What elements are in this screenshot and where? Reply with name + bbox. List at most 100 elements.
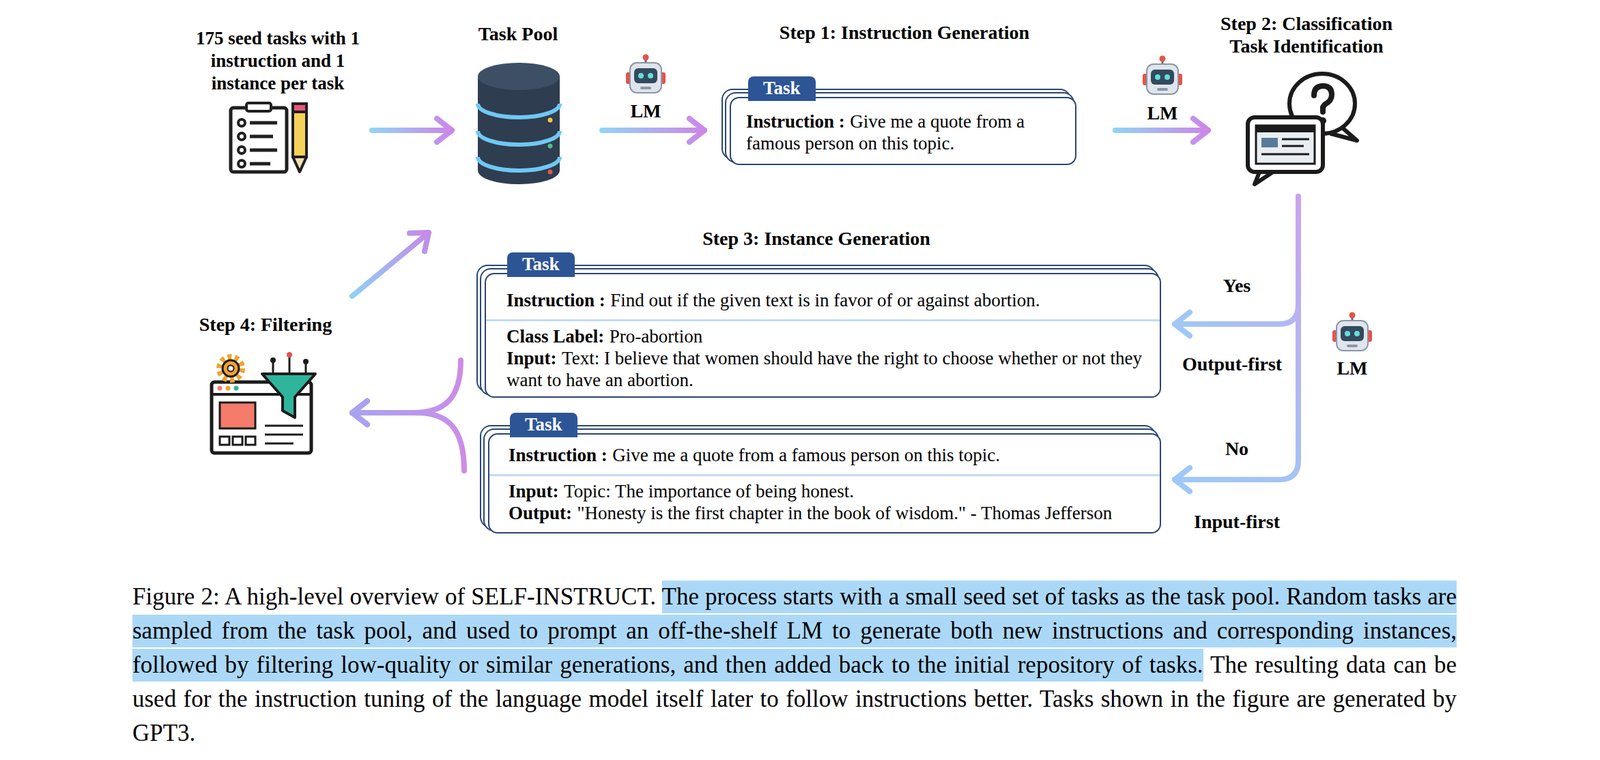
icon-node: Task Pool [466,22,570,187]
arrow-line [1174,196,1299,325]
arrow-head [689,118,705,142]
text-row: Input:Text: I believe that women should … [506,347,1152,392]
arrow-head [436,118,452,142]
task-card: TaskInstruction :Give me a quote from a … [729,96,1077,166]
field-value: "Honesty is the first chapter in the boo… [577,503,1113,524]
arrow-line [372,127,452,134]
node-heading: Task Pool [466,22,570,46]
field-value: Give me a quote from a famous person on … [612,445,1000,466]
arrow-head [1174,312,1190,336]
icon-shape [272,361,275,375]
task-card: TaskInstruction :Give me a quote from a … [488,433,1162,534]
icon-shape [548,144,553,149]
icon-shape [249,135,274,139]
icon-shape [249,121,278,125]
task-card: TaskInstruction :Find out if the given t… [484,273,1162,398]
field-value: Text: I believe that women should have t… [506,348,1142,391]
database-icon [477,62,560,185]
icon-shape [270,357,276,364]
icon-shape [219,436,230,446]
card-tab: Task [507,252,575,278]
icon-shape [249,148,278,153]
field-label: Instruction : [508,445,608,466]
icon-shape [305,363,308,375]
icon-shape [477,62,560,91]
edge-label: No [1225,438,1249,461]
icon-shape [1261,153,1310,156]
icon-shape [249,162,271,166]
icon-shape [548,118,553,123]
checklist-icon [230,103,307,173]
flow-arrow [352,401,465,471]
edge-label: LM [630,100,661,123]
icon-shape [477,76,560,185]
filter-icon [211,352,316,454]
icon-shape [234,386,239,392]
arrow-line [352,232,429,297]
icon-shape [238,133,246,140]
arrow-line [1174,196,1299,480]
icon-shape [245,436,256,446]
text-row: Instruction :Give me a quote from a famo… [746,110,1066,155]
arrow-line [1115,127,1209,134]
field-label: Output: [508,503,573,524]
icon-shape [1255,125,1315,133]
icon-shape [286,352,293,358]
icon-shape [288,356,291,375]
icon-shape [227,365,235,373]
section-divider [489,474,1160,477]
icon-shape [1281,138,1310,141]
text-row: Output:"Honesty is the first chapter in … [508,502,1153,525]
flow-arrow [602,118,705,142]
field-value: Pro-abortion [609,326,703,347]
icon-shape [219,402,256,429]
text-row: Class Label:Pro-abortion [506,325,1152,348]
icon-shape [1261,137,1278,148]
node-heading: Step 4: Filtering [187,313,345,336]
node-heading: Step 2: Classification Task Identificati… [1210,12,1403,58]
section-divider [486,319,1160,322]
figure-caption: Figure 2: A high-level overview of SELF-… [132,580,1457,751]
icon-shape [477,103,560,118]
icon-shape [238,119,246,127]
arrow-head [1174,468,1190,492]
icon-shape [246,103,271,112]
field-label: Instruction : [746,111,846,132]
field-value: Topic: The importance of being honest. [563,481,854,502]
text-row: Instruction :Give me a quote from a famo… [508,444,1153,467]
card-tab: Task [748,76,816,102]
field-label: Input: [508,481,560,502]
icon-node: Step 2: Classification Task Identificati… [1210,12,1403,186]
arrow-head [409,232,429,252]
flow-arrow [1174,196,1299,492]
field-value: Find out if the given text is in favor o… [610,290,1040,311]
caption-text: Figure 2: A high-level overview of SELF-… [132,583,1457,747]
stage-label: Output-first [1182,353,1282,376]
icon-node: 175 seed tasks with 1 instruction and 1 … [189,27,367,175]
arrow-line [352,412,465,471]
arrow-head [352,401,368,425]
icon-shape [292,156,307,173]
field-label: Instruction : [506,290,606,311]
icon-shape [238,160,246,168]
stage-label: Step 3: Instance Generation [702,227,931,250]
node-heading: 175 seed tasks with 1 instruction and 1 … [189,27,367,95]
icon-shape [1255,125,1315,164]
icon-shape [238,146,246,154]
icon-shape [222,360,239,377]
icon-shape [1281,145,1304,148]
field-label: Class Label: [506,326,605,347]
field-label: Input: [506,348,557,369]
icon-shape [264,425,304,428]
robot-icon [1142,55,1183,95]
stage-label: LM [1336,357,1368,380]
icon-shape [1247,117,1323,173]
card-tab: Task [509,412,578,438]
icon-shape [292,111,307,157]
icon-shape [264,434,304,437]
icon-shape [477,156,560,171]
flow-arrow [352,232,429,297]
icon-shape [1313,86,1332,112]
stage-label: Input-first [1193,511,1280,534]
icon-shape [217,386,223,392]
